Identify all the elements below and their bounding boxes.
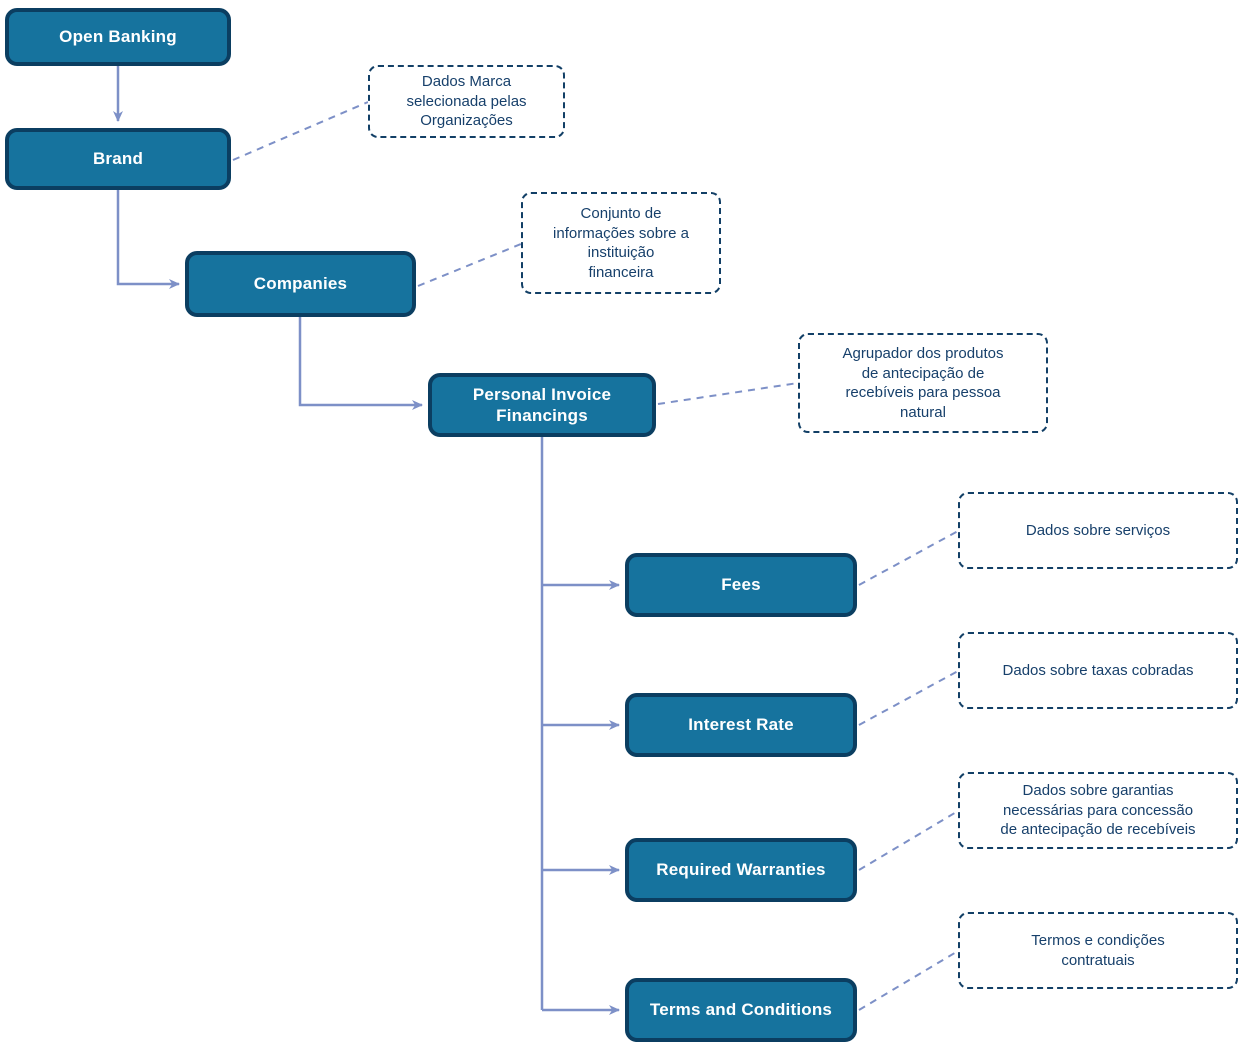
annotation-terms-and-conditions: Termos e condições contratuais — [958, 912, 1238, 989]
annotation-terms-and-conditions-text: Termos e condições contratuais — [1031, 932, 1165, 969]
annotation-required-warranties: Dados sobre garantias necessárias para c… — [958, 772, 1238, 849]
annotation-interest-rate: Dados sobre taxas cobradas — [958, 632, 1238, 709]
annotation-personal-invoice-financings-text: Agrupador dos produtos de antecipação de… — [842, 345, 1004, 421]
link-terms-conditions-note — [858, 950, 959, 1011]
annotation-brand: Dados Marca selecionada pelas Organizaçõ… — [368, 65, 565, 138]
node-companies: Companies — [185, 251, 416, 317]
node-personal-invoice-financings: Personal Invoice Financings — [428, 373, 656, 437]
annotation-companies-text: Conjunto de informações sobre a institui… — [553, 205, 689, 281]
link-brand-note — [232, 101, 369, 161]
node-fees: Fees — [625, 553, 857, 617]
node-interest-rate: Interest Rate — [625, 693, 857, 757]
node-open-banking-label: Open Banking — [59, 27, 177, 47]
edge-brand-companies — [116, 190, 180, 289]
edge-companies-pif — [298, 317, 423, 410]
node-required-warranties: Required Warranties — [625, 838, 857, 902]
link-required-warranties-note — [858, 810, 959, 871]
link-pif-note — [657, 382, 799, 405]
node-brand: Brand — [5, 128, 231, 190]
annotation-companies: Conjunto de informações sobre a institui… — [521, 192, 721, 294]
node-terms-and-conditions: Terms and Conditions — [625, 978, 857, 1042]
link-companies-note — [417, 243, 522, 287]
node-open-banking: Open Banking — [5, 8, 231, 66]
annotation-fees-text: Dados sobre serviços — [1025, 521, 1171, 539]
node-interest-rate-label: Interest Rate — [688, 715, 794, 735]
node-companies-label: Companies — [253, 274, 348, 294]
annotation-brand-text: Dados Marca selecionada pelas Organizaçõ… — [406, 73, 527, 130]
annotation-fees: Dados sobre serviços — [958, 492, 1238, 569]
node-personal-invoice-financings-label: Personal Invoice Financings — [472, 384, 612, 425]
link-interest-rate-note — [858, 670, 959, 726]
node-required-warranties-label: Required Warranties — [656, 860, 826, 880]
annotation-personal-invoice-financings: Agrupador dos produtos de antecipação de… — [798, 333, 1048, 433]
annotation-required-warranties-text: Dados sobre garantias necessárias para c… — [1000, 782, 1196, 839]
node-fees-label: Fees — [721, 575, 761, 595]
annotation-interest-rate-text: Dados sobre taxas cobradas — [1002, 661, 1194, 679]
node-brand-label: Brand — [92, 149, 144, 169]
link-fees-note — [858, 530, 959, 586]
node-terms-and-conditions-label: Terms and Conditions — [649, 1000, 833, 1020]
